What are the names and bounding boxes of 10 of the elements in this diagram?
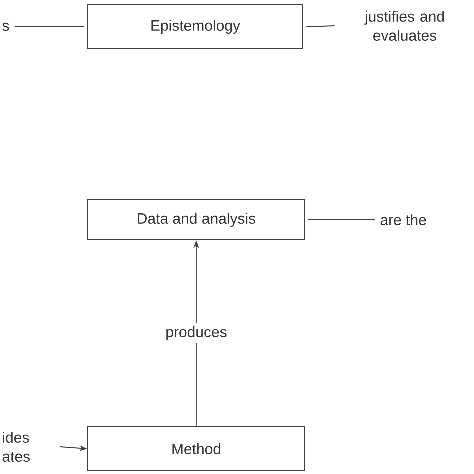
connector-text: ides ates [2,432,30,462]
connector-line [306,26,336,28]
connector-text: justifies and evaluates [364,11,444,41]
process-box: Method [88,426,306,472]
process-box: Data and analysis [88,200,306,240]
connector-text: are the [380,214,426,226]
process-box: Epistemology [88,4,304,50]
connector-text: s [2,22,10,32]
connector-line [14,26,85,28]
edge-label: produces [162,324,230,344]
